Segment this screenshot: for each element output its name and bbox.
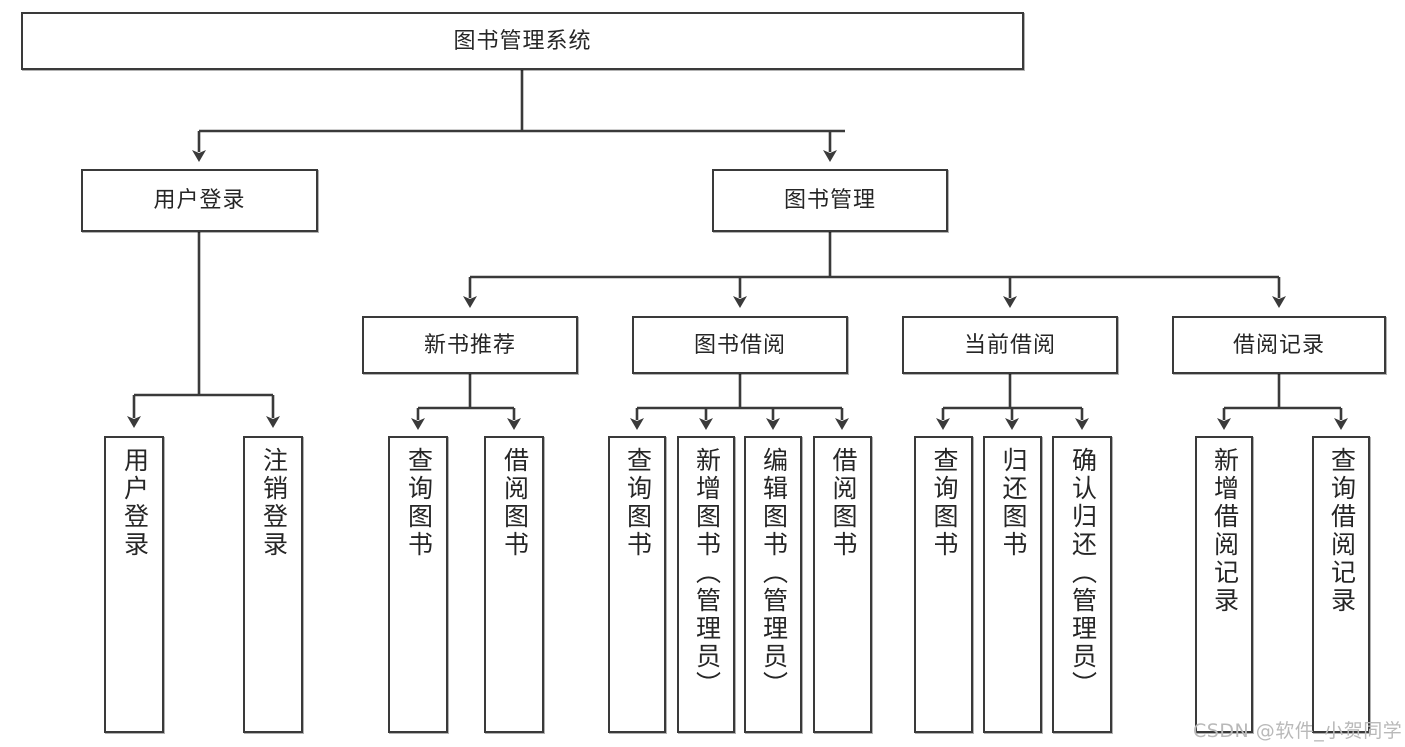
leaf-node[interactable]: 查询图书 [608, 436, 666, 733]
leaf-node-label: 借阅图书 [500, 447, 529, 559]
csdn-watermark: CSDN @软件_小贺同学 [1193, 720, 1403, 742]
leaf-node[interactable]: 编辑图书（管理员） [744, 436, 802, 733]
leaf-node-label: 查询图书 [404, 447, 433, 559]
node-borrow-record[interactable]: 借阅记录 [1172, 316, 1386, 374]
leaf-node[interactable]: 查询借阅记录 [1312, 436, 1370, 733]
leaf-node[interactable]: 归还图书 [983, 436, 1042, 733]
leaf-node[interactable]: 注销登录 [243, 436, 303, 733]
leaf-node[interactable]: 用户登录 [104, 436, 164, 733]
node-borrow-record-label: 借阅记录 [1232, 331, 1325, 357]
leaf-node-label: 查询借阅记录 [1327, 447, 1356, 615]
node-book-management[interactable]: 图书管理 [712, 169, 948, 232]
node-book-management-label: 图书管理 [783, 187, 876, 213]
leaf-node[interactable]: 查询图书 [914, 436, 973, 733]
leaf-node-label: 确认归还（管理员） [1068, 447, 1097, 699]
node-user-login[interactable]: 用户登录 [81, 169, 318, 232]
node-book-borrow-label: 图书借阅 [693, 331, 786, 357]
node-current-borrow[interactable]: 当前借阅 [902, 316, 1118, 374]
node-book-borrow[interactable]: 图书借阅 [632, 316, 848, 374]
leaf-node-label: 注销登录 [259, 447, 288, 559]
leaf-node-label: 归还图书 [999, 447, 1027, 559]
node-user-login-label: 用户登录 [153, 187, 246, 213]
leaf-node[interactable]: 借阅图书 [813, 436, 872, 733]
leaf-node-label: 编辑图书（管理员） [759, 447, 788, 699]
leaf-node-label: 查询图书 [930, 447, 958, 559]
node-new-book-recommend[interactable]: 新书推荐 [362, 316, 578, 374]
node-current-borrow-label: 当前借阅 [963, 331, 1056, 357]
leaf-node[interactable]: 查询图书 [388, 436, 448, 733]
node-root[interactable]: 图书管理系统 [21, 12, 1024, 70]
leaf-node[interactable]: 借阅图书 [484, 436, 544, 733]
leaf-node-label: 用户登录 [120, 447, 149, 559]
node-root-label: 图书管理系统 [453, 27, 592, 53]
leaf-node-label: 新增图书（管理员） [692, 447, 721, 699]
leaf-node[interactable]: 确认归还（管理员） [1052, 436, 1112, 733]
leaf-node-label: 查询图书 [623, 447, 652, 559]
node-new-book-recommend-label: 新书推荐 [423, 331, 516, 357]
leaf-node[interactable]: 新增图书（管理员） [677, 436, 735, 733]
leaf-node-label: 新增借阅记录 [1210, 447, 1239, 615]
leaf-node[interactable]: 新增借阅记录 [1195, 436, 1253, 733]
leaf-node-label: 借阅图书 [829, 447, 857, 559]
